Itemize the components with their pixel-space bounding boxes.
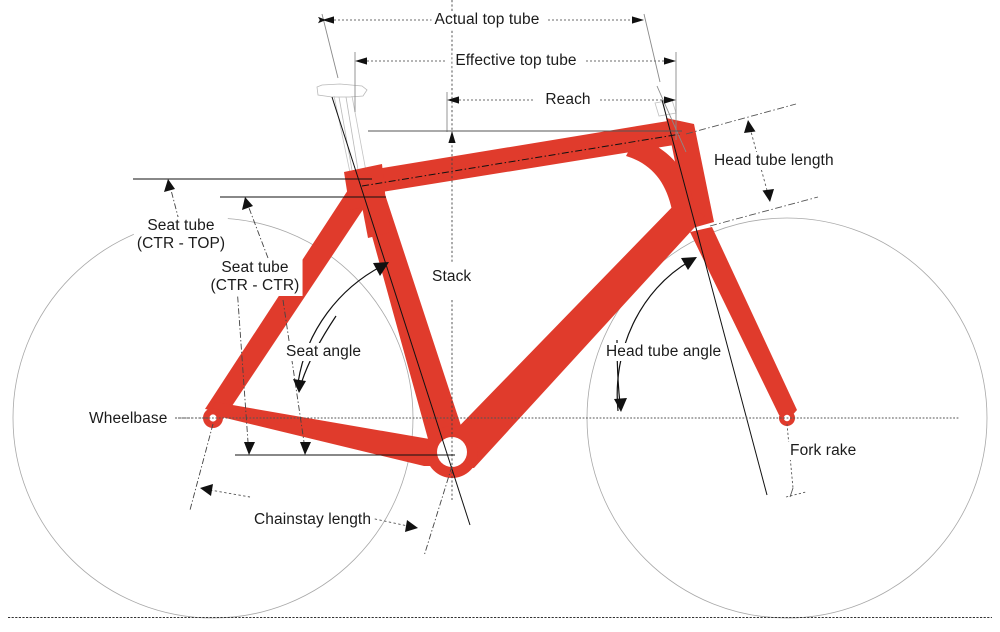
- label-fork-rake: Fork rake: [787, 442, 860, 461]
- seat-tube: [356, 176, 466, 470]
- head-tube: [666, 118, 714, 229]
- label-reach: Reach: [542, 91, 594, 110]
- label-head-tube-length: Head tube length: [711, 152, 837, 171]
- head-junction-fillet: [626, 137, 694, 210]
- stack-dimension: [368, 0, 682, 500]
- chain-stay: [209, 402, 448, 466]
- label-effective-top-tube: Effective top tube: [452, 52, 580, 71]
- label-chainstay-length: Chainstay length: [251, 511, 375, 530]
- top-tube-seat-fillet: [360, 190, 392, 238]
- head-tube-centerline: [661, 99, 768, 496]
- label-head-tube-angle: Head tube angle: [603, 343, 725, 362]
- label-wheelbase: Wheelbase: [86, 410, 171, 429]
- label-seat-tube-ctr-ctr-line2: (CTR - CTR): [210, 277, 300, 295]
- reach-dimension: [447, 96, 676, 104]
- seat-tube-measure-droplines: [235, 272, 305, 443]
- top-tube: [357, 121, 693, 194]
- down-tube: [438, 200, 705, 468]
- actual-top-tube-dimension: [318, 16, 644, 24]
- frame-centerlines: [331, 96, 768, 526]
- bicycle-frame: [203, 118, 797, 478]
- label-seat-tube-ctr-top: Seat tube (CTR - TOP): [133, 217, 229, 254]
- effective-top-tube-dimension: [355, 57, 676, 65]
- label-seat-angle: Seat angle: [283, 343, 365, 362]
- label-stack: Stack: [429, 268, 475, 287]
- fork-blade: [690, 227, 797, 419]
- label-seat-tube-ctr-ctr: Seat tube (CTR - CTR): [207, 259, 303, 296]
- label-seat-tube-ctr-ctr-line1: Seat tube: [221, 259, 289, 276]
- fork-rake-annotation: [785, 423, 807, 498]
- label-seat-tube-ctr-top-line1: Seat tube: [147, 217, 215, 234]
- seat-stay: [205, 186, 372, 411]
- saddle-outline: [316, 83, 368, 177]
- seat-tube-centerline: [331, 96, 471, 526]
- top-extension-lines: [321, 13, 687, 153]
- seat-tube-ctr-ctr-dimension: [220, 196, 386, 259]
- seat-tube-ctr-top-dimension: [133, 178, 372, 233]
- label-actual-top-tube: Actual top tube: [431, 11, 543, 30]
- label-seat-tube-ctr-top-line2: (CTR - TOP): [136, 235, 226, 253]
- chainstay-length-dimension: [189, 423, 453, 557]
